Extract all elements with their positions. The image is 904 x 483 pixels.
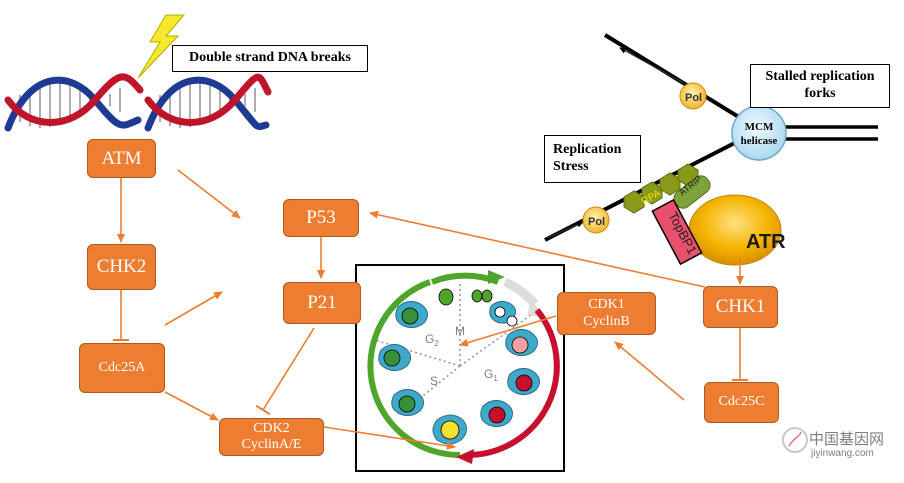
watermark-text-cn: 中国基因网 xyxy=(809,428,884,449)
pol-label-lower: Pol xyxy=(588,216,605,228)
node-cdc25c: Cdc25C xyxy=(704,382,779,423)
node-p21-label: P21 xyxy=(307,292,337,314)
node-chk1-label: CHK1 xyxy=(715,296,766,318)
cell-cycle-panel xyxy=(355,264,565,472)
node-cdk2-label-line1: CDK2 xyxy=(253,420,290,436)
dna-double-helix-icon xyxy=(4,73,272,132)
lightning-icon xyxy=(137,14,186,79)
phase-label-m: M xyxy=(455,324,465,338)
dsb-callout: Double strand DNA breaks xyxy=(172,45,368,72)
watermark-text-url: jiyinwang.com xyxy=(811,448,874,459)
stress-label-line2: Stress xyxy=(553,159,589,174)
node-chk2-label: CHK2 xyxy=(96,256,147,278)
node-cdk1-label-line2: CyclinB xyxy=(583,313,630,329)
dsb-label: Double strand DNA breaks xyxy=(189,50,351,66)
atr-kinase-icon xyxy=(688,194,782,266)
node-p53: P53 xyxy=(283,199,359,237)
node-p53-label: P53 xyxy=(306,207,336,229)
node-cdc25a-label: Cdc25A xyxy=(98,359,146,375)
pathway-arrows xyxy=(113,169,748,450)
watermark-url-label: jiyinwang.com xyxy=(811,448,874,459)
replication-stress-callout: Replication Stress xyxy=(544,135,641,183)
replication-fork xyxy=(544,33,878,266)
node-cdk1-label-line1: CDK1 xyxy=(588,297,625,313)
node-chk2: CHK2 xyxy=(87,244,156,290)
atr-label: ATR xyxy=(746,231,786,253)
node-cdk2-label-line2: CyclinA/E xyxy=(241,437,302,452)
topbp1-protein-icon xyxy=(651,198,703,266)
node-cdk1-cyclinb: CDK1 CyclinB xyxy=(557,292,656,335)
watermark-logo-icon xyxy=(782,427,808,453)
pol-label-upper: Pol xyxy=(685,92,702,104)
node-p21: P21 xyxy=(283,282,361,324)
phase-label-g1: G1 xyxy=(484,367,498,383)
node-cdc25a: Cdc25A xyxy=(79,343,165,393)
watermark-cn-label: 中国基因网 xyxy=(809,431,885,448)
mcm-label-line2: helicase xyxy=(741,135,778,147)
node-cdc25c-label: Cdc25C xyxy=(718,394,765,410)
node-atm: ATM xyxy=(87,139,156,178)
stress-label-line1: Replication xyxy=(553,142,622,158)
phase-label-g2: G2 xyxy=(425,332,439,348)
stalled-forks-callout: Stalled replication forks xyxy=(750,64,890,108)
node-atm-label: ATM xyxy=(101,147,142,169)
node-chk1: CHK1 xyxy=(703,286,778,328)
stalled-label-line2: forks xyxy=(804,86,836,101)
stalled-label-line1: Stalled replication xyxy=(765,69,875,85)
node-cdk2-cyclinae: CDK2 CyclinA/E xyxy=(219,418,324,456)
mcm-label-line1: MCM xyxy=(745,121,774,133)
phase-label-s: S xyxy=(430,374,438,388)
